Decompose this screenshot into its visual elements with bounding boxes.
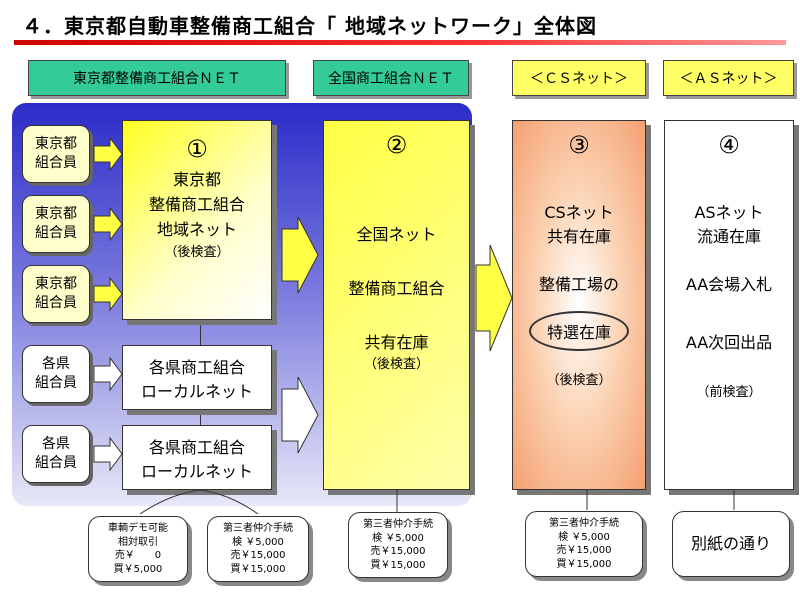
box-text: ASネット [694,203,764,222]
tokyo-local-net-box: ① 東京都 整備商工組合 地域ネット （後検査） [122,120,272,320]
arrow-icon [281,376,319,454]
big-arrows [281,216,319,454]
note-text: 相対取引 [118,536,158,548]
note-text: 売￥15,000 [230,550,286,561]
box-text: 東京都 [172,170,221,190]
box-text: 共有在庫 [364,333,429,352]
arrow-icon [93,206,123,242]
box-text: 共有在庫 [546,227,611,246]
note-tokyo: 車輌デモ可能 相対取引 売￥ 0 買￥5,000 [88,516,188,582]
note-text: 検 ￥5,000 [232,536,284,548]
note-cs: 第三者仲介手続 検 ￥5,000 売￥15,000 買￥15,000 [525,511,643,577]
header-as-net: ＜ＡＳネット＞ [663,60,794,96]
box-number: ③ [568,131,590,159]
note-connectors [139,490,735,515]
box-text: 各県商工組合 [148,437,245,457]
box-text: 整備工場の [538,275,619,294]
note-text: 別紙の通り [690,534,771,554]
national-net-box: ② 全国ネット 整備商工組合 共有在庫 （後検査） [323,120,470,490]
box-text: 整備商工組合 [348,279,445,298]
box-text: 全国ネット [356,225,437,244]
featured-stock-ellipse: 特選在庫 [528,311,629,351]
note-text: 検 ￥5,000 [372,532,424,544]
note-as: 別紙の通り [672,511,790,577]
note-text: 買￥15,000 [370,559,426,571]
box-text: ローカルネット [140,461,253,481]
member-tokyo-3: 東京都 組合員 [22,265,90,323]
box-text: （後検査） [546,373,612,388]
title-underline [14,40,786,45]
note-text: 車輌デモ可能 [108,523,168,534]
note-text: 検 ￥5,000 [558,531,610,543]
cs-net-box: ③ CSネット 共有在庫 整備工場の 特選在庫 （後検査） [512,120,646,490]
note-text: 買￥15,000 [230,563,286,575]
box-number: ④ [718,131,740,159]
header-tokyo-net: 東京都整備商工組合ＮＥＴ [28,60,286,96]
arrow-icon [475,244,513,352]
member-tokyo-1: 東京都 組合員 [22,125,90,183]
pref-local-net-box-2: 各県商工組合 ローカルネット [122,425,272,490]
arrow-to-cs [475,244,513,352]
member-tokyo-2: 東京都 組合員 [22,195,90,253]
note-text: 売￥15,000 [556,545,612,556]
member-arrows [93,136,123,472]
box-text: AA次回出品 [685,333,773,352]
box-text: 整備商工組合 [148,194,245,214]
box-text: ローカルネット [140,381,253,401]
note-pref: 第三者仲介手続 検 ￥5,000 売￥15,000 買￥15,000 [207,516,309,582]
box-text: CSネット [544,203,614,222]
arrow-icon [93,136,123,172]
box-text: 各県商工組合 [148,357,245,377]
header-cs-net: ＜ＣＳネット＞ [512,60,646,96]
box-text: （後検査） [164,244,230,260]
note-text: 買￥15,000 [556,558,612,570]
arrow-icon [93,356,123,392]
note-text: 第三者仲介手続 [223,523,293,534]
note-text: 買￥5,000 [113,563,163,575]
member-pref-1: 各県 組合員 [22,345,90,403]
note-text: 売￥15,000 [370,546,426,557]
note-text: 売￥ 0 [114,550,162,561]
note-national: 第三者仲介手続 検 ￥5,000 売￥15,000 買￥15,000 [348,512,448,578]
box-text: AA会場入札 [685,275,773,294]
pref-local-net-box-1: 各県商工組合 ローカルネット [122,345,272,410]
arrow-icon [93,276,123,312]
box-text: （前検査） [696,385,762,400]
note-text: 第三者仲介手続 [549,518,619,529]
member-pref-2: 各県 組合員 [22,425,90,483]
box-number: ① [186,135,208,163]
box-text: 流通在庫 [696,227,761,246]
box-text: 地域ネット [156,219,237,239]
page-title: ４．東京都自動車整備商工組合「 地域ネットワーク」全体図 [22,14,597,38]
box-number: ② [385,131,408,159]
arrow-icon [281,216,319,294]
box-text: （後検査） [363,357,429,372]
as-net-box: ④ ASネット 流通在庫 AA会場入札 AA次回出品 （前検査） [664,120,794,490]
header-national-net: 全国商工組合ＮＥＴ [313,60,469,96]
arrow-icon [93,436,123,472]
note-text: 第三者仲介手続 [363,519,433,530]
